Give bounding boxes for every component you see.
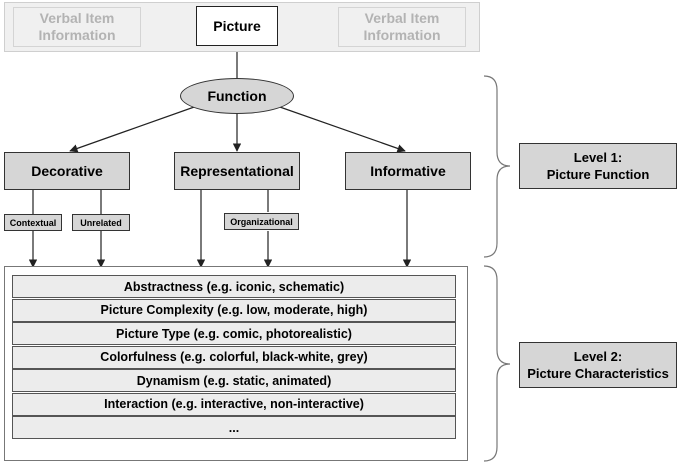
organizational-box: Organizational [224, 213, 299, 230]
informative-box: Informative [345, 152, 471, 190]
function-node: Function [180, 78, 294, 114]
contextual-box: Contextual [4, 214, 62, 231]
characteristic-interaction: Interaction (e.g. interactive, non-inter… [12, 392, 456, 416]
picture-box: Picture [196, 6, 278, 46]
characteristic-abstractness: Abstractness (e.g. iconic, schematic) [12, 275, 456, 299]
characteristic-colorfulness: Colorfulness (e.g. colorful, black-white… [12, 345, 456, 369]
level2-label: Level 2: Picture Characteristics [519, 342, 677, 388]
characteristic-picture-type: Picture Type (e.g. comic, photorealistic… [12, 322, 456, 346]
unrelated-box: Unrelated [72, 214, 130, 231]
brace-level1 [483, 75, 511, 258]
decorative-box: Decorative [4, 152, 130, 190]
characteristics-list: Abstractness (e.g. iconic, schematic) Pi… [12, 275, 456, 440]
representational-box: Representational [174, 152, 300, 190]
verbal-info-right: Verbal Item Information [338, 7, 466, 47]
arrow-function-decorative [69, 105, 198, 153]
brace-level2 [483, 265, 511, 462]
characteristic-complexity: Picture Complexity (e.g. low, moderate, … [12, 298, 456, 322]
verbal-info-left: Verbal Item Information [13, 7, 141, 47]
characteristic-more: ... [12, 416, 456, 440]
characteristic-dynamism: Dynamism (e.g. static, animated) [12, 369, 456, 393]
level1-label: Level 1: Picture Function [519, 143, 677, 189]
arrow-function-informative [276, 105, 406, 153]
